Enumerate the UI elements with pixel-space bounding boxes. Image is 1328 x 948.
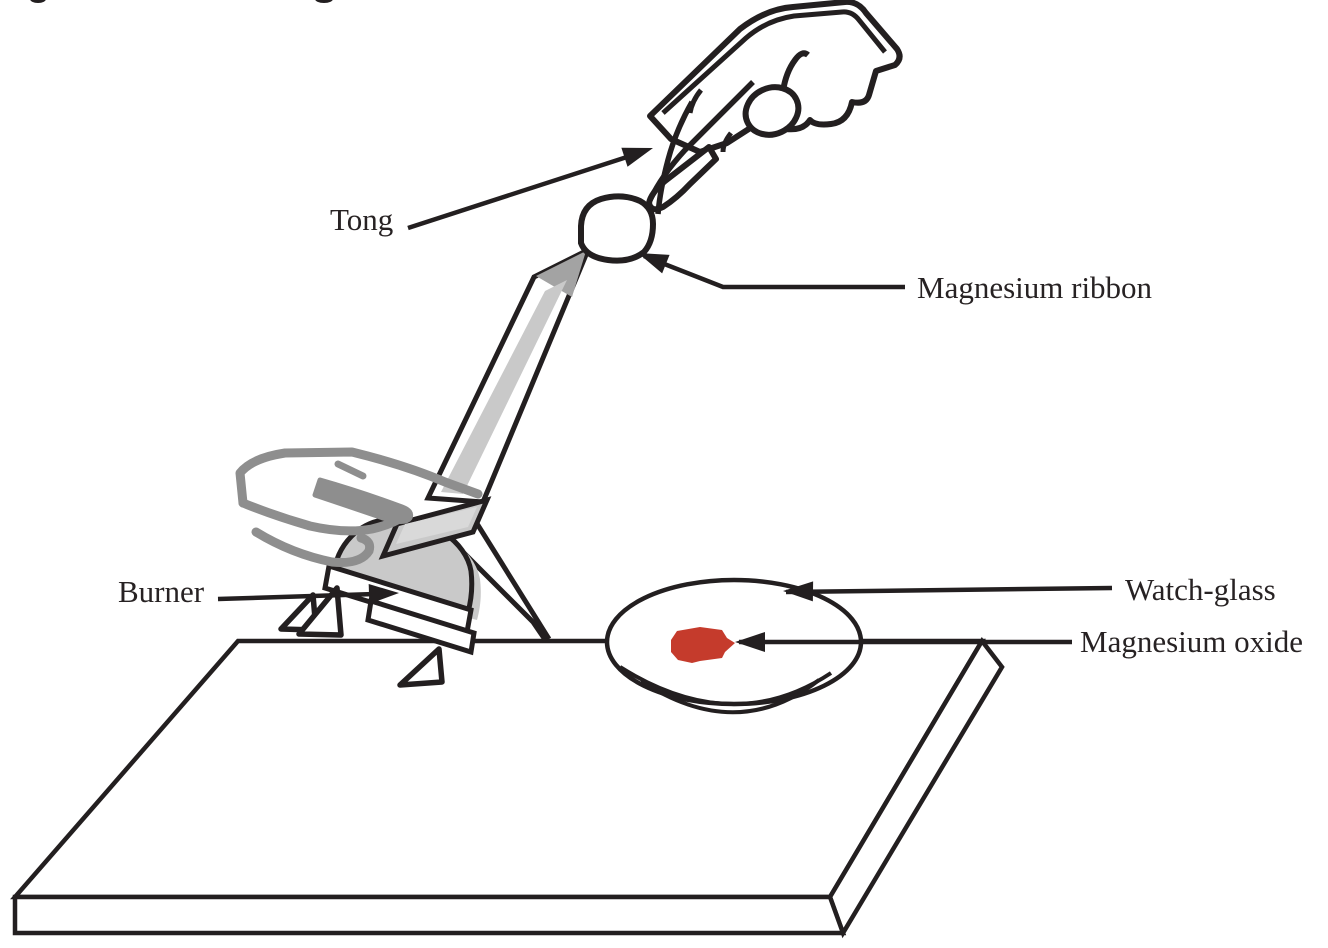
holding-hand-thumb	[312, 477, 414, 524]
table	[10, 636, 1005, 939]
tong-arm-a	[655, 100, 695, 215]
burner-tube-opening	[536, 251, 586, 297]
burner-tube	[424, 244, 593, 505]
holding-hand-knuckles	[238, 498, 409, 536]
burner-leg-left	[296, 585, 344, 638]
tong-arm-b	[647, 80, 755, 202]
tong-arrow	[407, 147, 653, 231]
magnesium-ribbon-label: Magnesium ribbon	[917, 270, 1153, 305]
burner-label: Burner	[118, 574, 205, 609]
hand-crease-2	[720, 131, 733, 153]
burner-stand-strut	[454, 504, 552, 643]
tong-label: Tong	[330, 202, 393, 237]
burner-collar-highlight	[396, 507, 477, 544]
watch-glass-label: Watch-glass	[1125, 572, 1276, 607]
hand-crease-1	[687, 88, 703, 114]
holding-hand-crease	[334, 460, 367, 480]
watch-glass	[604, 577, 864, 715]
holding-hand-lower-finger	[251, 527, 375, 567]
hand-inner-line	[661, 9, 887, 115]
magnesium-ribbon-arrow	[638, 253, 905, 290]
burner-leg-front	[397, 646, 445, 688]
thumb-loop	[742, 84, 802, 138]
burner-tube-shading	[441, 280, 567, 494]
watch-glass-bowl-arc2	[639, 678, 821, 715]
magnesium-ribbon-piece	[578, 193, 657, 264]
table-front-face	[12, 894, 847, 936]
thumb-tip	[780, 50, 810, 92]
burner-base-plate-front	[365, 597, 477, 656]
watch-glass-arrow	[783, 581, 1113, 602]
magnesium-oxide-arrow	[735, 632, 1072, 652]
holding-hand-top-contour	[235, 447, 483, 508]
cropped-text-fragments	[30, 0, 333, 3]
holding-hand	[235, 447, 483, 567]
magnesium-oxide-label: Magnesium oxide	[1080, 624, 1303, 659]
magnesium-oxide-blob	[671, 627, 735, 663]
burner-arrow	[217, 584, 399, 604]
tong-hand	[646, 0, 903, 215]
